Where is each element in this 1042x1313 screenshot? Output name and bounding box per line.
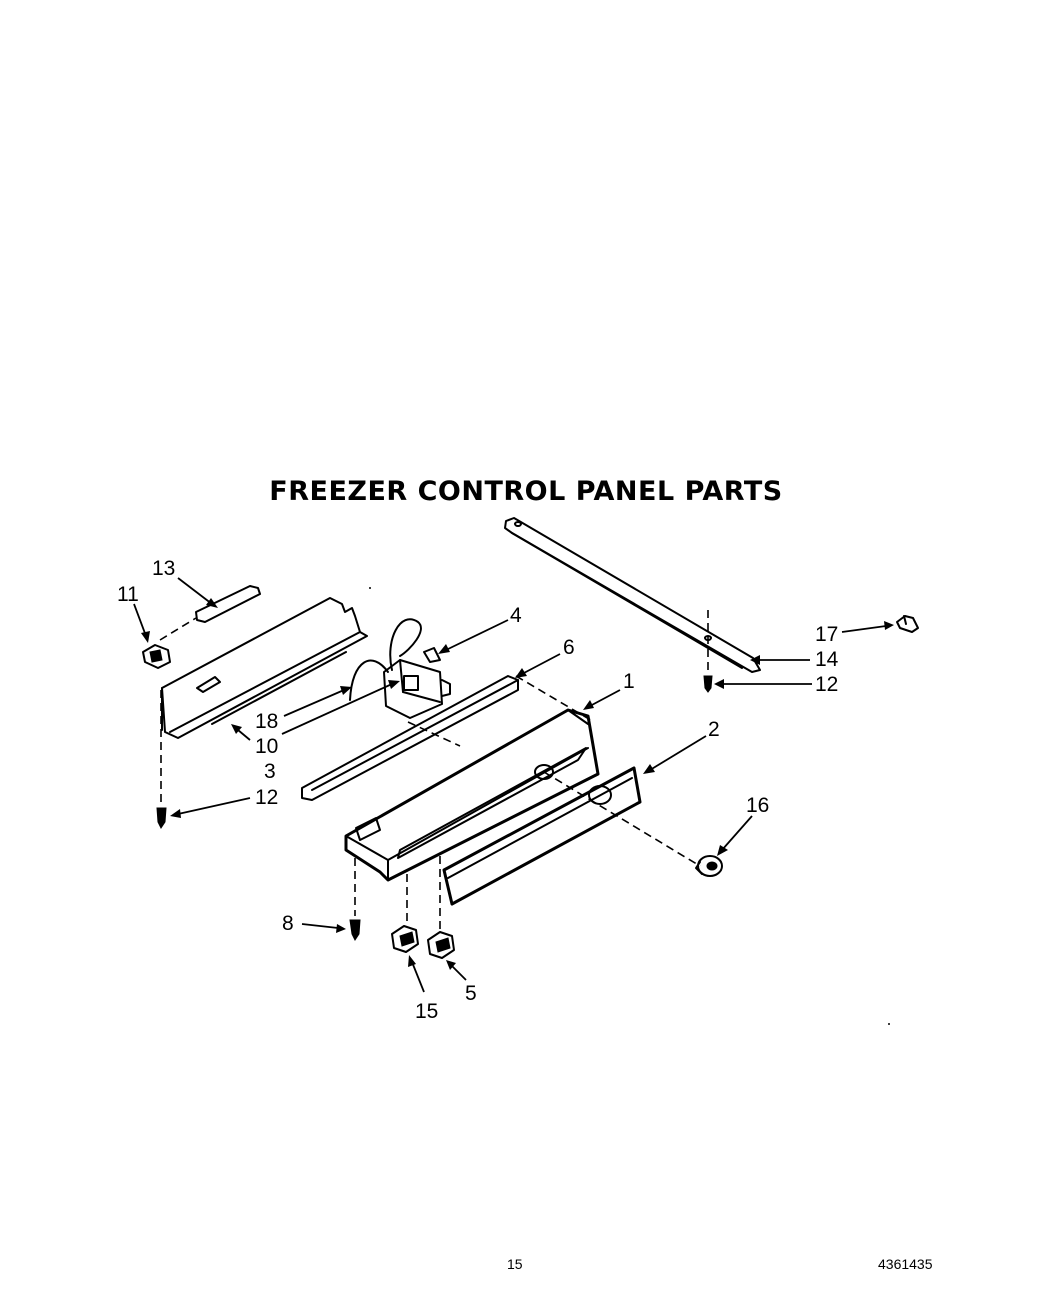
callout-8: 8 xyxy=(282,912,294,935)
callout-17: 17 xyxy=(815,623,838,646)
callout-18: 18 xyxy=(255,710,278,733)
part-14-bracket xyxy=(504,517,761,673)
document-number: 4361435 xyxy=(878,1256,933,1272)
part-4-screw xyxy=(423,647,441,663)
scan-speck xyxy=(369,587,371,589)
leader-lines xyxy=(133,577,894,993)
callout-1: 1 xyxy=(623,670,635,693)
callout-11: 11 xyxy=(117,583,139,606)
callout-5: 5 xyxy=(465,982,477,1005)
page-number: 15 xyxy=(507,1256,523,1272)
callout-14: 14 xyxy=(815,648,839,671)
part-17-clip xyxy=(896,615,919,633)
callout-13: 13 xyxy=(152,557,175,580)
part-12-screw-left xyxy=(156,807,167,829)
part-5-socket xyxy=(427,931,455,959)
knob-axis-line xyxy=(543,771,701,867)
part-1-control-housing xyxy=(344,708,600,882)
part-13-sensor-tube xyxy=(159,585,261,641)
part-12-screw-right xyxy=(703,610,713,693)
callout-2: 2 xyxy=(708,718,720,741)
part-11-clip xyxy=(142,644,171,669)
part-16-knob xyxy=(695,855,723,877)
callout-labels: 13 11 4 6 1 2 18 10 3 12 17 14 12 16 8 5… xyxy=(117,557,839,1023)
callout-12-left: 12 xyxy=(255,786,278,809)
callout-16: 16 xyxy=(746,794,769,817)
callout-3: 3 xyxy=(264,760,276,783)
callout-12-right: 12 xyxy=(815,673,838,696)
callout-6: 6 xyxy=(563,636,575,659)
callout-15: 15 xyxy=(415,1000,438,1023)
part-2-overlay-panel xyxy=(442,766,642,906)
scan-speck xyxy=(888,1023,890,1025)
callout-10: 10 xyxy=(255,735,278,758)
diagram-title: FREEZER CONTROL PANEL PARTS xyxy=(269,476,783,507)
callout-4: 4 xyxy=(510,604,522,627)
mounting-line-strip xyxy=(515,675,595,723)
part-8-screw xyxy=(349,919,361,941)
part-10-channel xyxy=(161,597,368,739)
mounting-line-center xyxy=(407,721,461,747)
part-6-gasket xyxy=(301,675,519,801)
part-3-thermostat xyxy=(349,618,451,719)
part-15-socket xyxy=(391,925,419,953)
